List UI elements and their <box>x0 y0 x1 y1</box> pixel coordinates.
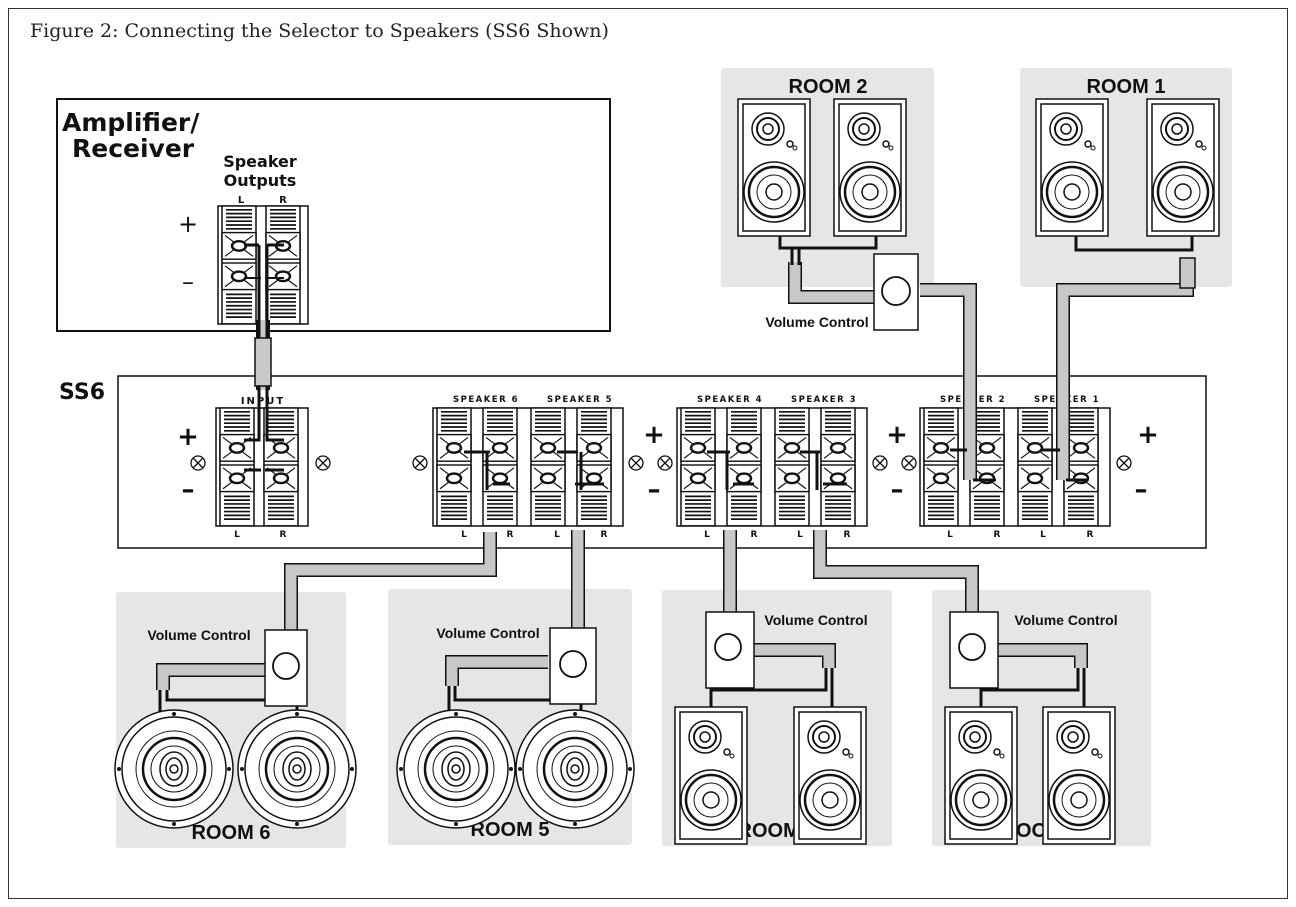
amplifier-label-line1: Amplifier/ <box>62 108 200 137</box>
amp-left-label: L <box>238 195 245 206</box>
input-r-label: R <box>280 530 287 540</box>
speaker-5-r: R <box>601 530 608 540</box>
ss6-minus-4: – <box>1135 475 1148 505</box>
speaker-outputs-label-line1: Speaker <box>223 152 297 171</box>
room-6-volume-control: Volume Control <box>147 627 308 707</box>
room-5-speaker-right <box>514 708 636 830</box>
speaker-5-label: SPEAKER 5 <box>547 395 613 405</box>
room-2-volume-label: Volume Control <box>765 314 868 330</box>
room-6-label: ROOM 6 <box>192 822 271 844</box>
wire-amp-to-input <box>244 243 284 472</box>
ss6-plus-2: + <box>643 420 665 450</box>
room-2-label: ROOM 2 <box>789 76 868 98</box>
input-l-label: L <box>234 530 240 540</box>
room-4-volume-label: Volume Control <box>764 612 867 628</box>
room-5-volume-control: Volume Control <box>436 625 597 705</box>
ss6-minus-2: – <box>648 475 661 505</box>
speaker-1-r: R <box>1087 530 1094 540</box>
speaker-outputs-label-line2: Outputs <box>224 171 297 190</box>
room-6-speaker-right <box>236 708 358 830</box>
wire-room-6 <box>156 450 510 752</box>
ss6-minus-3: – <box>891 475 904 505</box>
room-3-volume-label: Volume Control <box>1014 612 1117 628</box>
amplifier-receiver: Amplifier/ Receiver Speaker Outputs L R … <box>56 98 611 332</box>
speaker-3-label: SPEAKER 3 <box>791 395 857 405</box>
wire-room-5 <box>445 450 604 745</box>
speaker-6-r: R <box>507 530 514 540</box>
ss6-minus-1: – <box>182 475 195 505</box>
room-3-speaker-right <box>1041 705 1117 846</box>
figure-title: Figure 2: Connecting the Selector to Spe… <box>30 20 609 42</box>
room-4-volume-control: Volume Control <box>705 611 868 689</box>
wire-room-1 <box>1042 233 1196 482</box>
ss6-plus-1: + <box>177 422 199 452</box>
room-2-speaker-left <box>736 97 812 238</box>
room-1-speaker-right <box>1145 97 1221 238</box>
ss6-plus-4: + <box>1137 420 1159 450</box>
amp-right-label: R <box>279 195 287 206</box>
room-4-speaker-right <box>792 705 868 846</box>
input-label: INPUT <box>241 396 285 407</box>
amp-minus-label: – <box>182 268 194 296</box>
speaker-4-l: L <box>704 530 710 540</box>
amp-plus-label: + <box>178 210 198 238</box>
room-2-volume-control: Volume Control <box>765 253 919 331</box>
figure-frame <box>8 8 1288 899</box>
speaker-3-r: R <box>844 530 851 540</box>
speaker-1-l: L <box>1040 530 1046 540</box>
room-3-volume-control: Volume Control <box>949 611 1118 689</box>
ss6-selector: SS6 + – + – + – + – INPUT L R SPEAKER 6 … <box>59 375 1207 549</box>
speaker-4-label: SPEAKER 4 <box>697 395 763 405</box>
room-6-speaker-left <box>113 708 235 830</box>
room-5-volume-label: Volume Control <box>436 625 539 641</box>
amplifier-label-line2: Receiver <box>72 134 195 163</box>
room-1-speaker-left <box>1034 97 1110 238</box>
ss6-plus-3: + <box>886 420 908 450</box>
room-5-label: ROOM 5 <box>471 819 550 841</box>
speaker-2-r: R <box>994 530 1001 540</box>
speaker-6-label: SPEAKER 6 <box>453 395 519 405</box>
speaker-4-r: R <box>751 530 758 540</box>
ss6-model-label: SS6 <box>59 380 105 405</box>
room-1-label: ROOM 1 <box>1087 76 1166 98</box>
speaker-5-l: L <box>554 530 560 540</box>
room-2-speaker-right <box>832 97 908 238</box>
wire-room-2 <box>778 233 996 482</box>
room-3-speaker-left <box>943 705 1019 846</box>
wire-room-3 <box>800 450 1088 710</box>
speaker-6-l: L <box>461 530 467 540</box>
wire-room-4 <box>707 450 836 710</box>
room-4-speaker-left <box>673 705 749 846</box>
room-6-volume-label: Volume Control <box>147 627 250 643</box>
wiring <box>156 233 1196 752</box>
room-5-speaker-left <box>395 708 517 830</box>
speaker-3-l: L <box>797 530 803 540</box>
speaker-2-l: L <box>947 530 953 540</box>
